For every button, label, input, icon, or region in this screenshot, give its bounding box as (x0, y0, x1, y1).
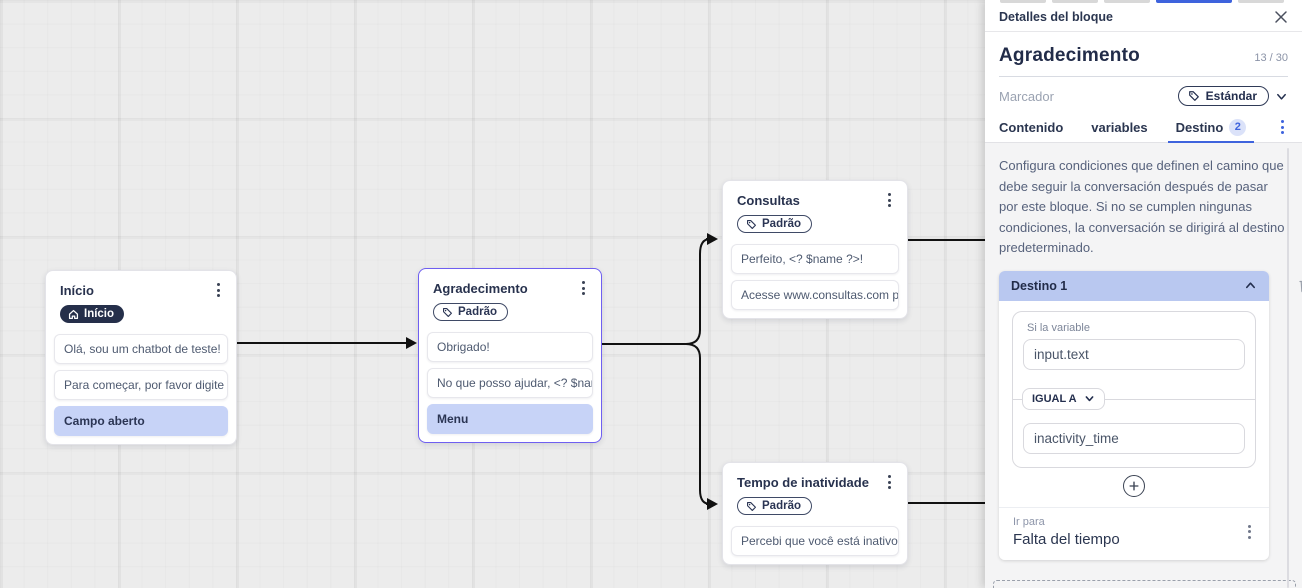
top-tab-strip (985, 0, 1302, 3)
chevron-up-icon[interactable] (1244, 279, 1257, 292)
plus-icon (1129, 481, 1139, 491)
node-message[interactable]: Olá, sou um chatbot de teste! (54, 333, 228, 364)
kebab-menu-icon[interactable] (578, 279, 589, 297)
node-type-badge: Padrão (433, 303, 508, 321)
goto-value[interactable]: Falta del tiempo (1013, 530, 1120, 548)
node-title: Consultas (737, 192, 800, 208)
home-icon (68, 309, 79, 319)
edge-agradecimento-consultas (685, 238, 711, 345)
condition-box: Si la variable IGUAL A (1012, 310, 1256, 468)
node-open-field[interactable]: Campo aberto (54, 405, 228, 436)
marker-select[interactable]: Estándar (1177, 86, 1269, 106)
tab-contenido[interactable]: Contenido (999, 119, 1064, 135)
edge-agradecimento-tempo (685, 343, 711, 505)
operator-value: IGUAL A (1032, 392, 1077, 405)
node-message[interactable]: No que posso ajudar, <? $name ... (427, 367, 593, 398)
node-type-badge: Padrão (737, 497, 812, 515)
condition-variable-input[interactable] (1023, 338, 1245, 370)
destino-tab-content: Configura condiciones que definen el cam… (985, 143, 1302, 588)
chevron-down-icon (1085, 396, 1094, 402)
arrowhead-icon (707, 233, 718, 245)
destination-header-title: Destino 1 (1011, 278, 1068, 293)
marker-value: Estándar (1205, 89, 1257, 103)
node-type-badge: Padrão (737, 215, 812, 233)
node-menu-field[interactable]: Menu (427, 403, 593, 434)
node-message[interactable]: Acesse www.consultas.com par... (731, 279, 899, 310)
condition-divider: IGUAL A (1013, 387, 1255, 410)
tag-icon (747, 219, 756, 229)
panel-title: Detalles del bloque (999, 10, 1113, 24)
block-details-panel: Detalles del bloque Agradecimento 13 / 3… (985, 0, 1302, 588)
node-message[interactable]: Percebi que você está inativo. C... (731, 525, 899, 556)
node-message[interactable]: Obrigado! (427, 331, 593, 362)
flow-node-consultas[interactable]: Consultas Padrão Perfeito, <? $name ?>! … (722, 180, 908, 319)
kebab-menu-icon[interactable] (884, 191, 895, 209)
badge-label: Padrão (762, 218, 801, 230)
goto-label: Ir para (1013, 515, 1045, 528)
destination-card: Destino 1 Si la variable IGUAL A (999, 270, 1269, 560)
destination-header[interactable]: Destino 1 (999, 270, 1269, 301)
trash-icon[interactable] (1297, 277, 1302, 294)
arrowhead-icon (406, 337, 417, 349)
destination-description: Configura condiciones que definen el cam… (999, 158, 1285, 256)
node-message[interactable]: Para começar, por favor digite o ... (54, 369, 228, 400)
active-strip-segment (1156, 0, 1232, 3)
goto-section: Ir para Falta del tiempo (999, 506, 1269, 560)
badge-label: Início (84, 308, 115, 320)
tag-icon (443, 307, 452, 317)
marker-label: Marcador (999, 88, 1054, 104)
kebab-menu-icon[interactable] (213, 281, 224, 299)
node-message[interactable]: Perfeito, <? $name ?>! (731, 243, 899, 274)
char-count: 13 / 30 (1254, 52, 1288, 64)
condition-label: Si la variable (1027, 321, 1090, 334)
destination-count-badge: 2 (1229, 118, 1247, 136)
panel-tabs: Contenido variables Destino 2 (985, 112, 1302, 143)
node-title: Agradecimento (433, 280, 528, 296)
node-type-badge: Início (60, 305, 125, 323)
add-destination-button[interactable]: Agregar destino (993, 579, 1296, 588)
arrowhead-icon (707, 498, 718, 510)
kebab-menu-icon[interactable] (1244, 523, 1255, 541)
close-icon[interactable] (1274, 10, 1288, 24)
badge-label: Padrão (458, 306, 497, 318)
tab-destino[interactable]: Destino 2 (1167, 112, 1254, 143)
operator-select[interactable]: IGUAL A (1022, 387, 1105, 410)
chevron-down-icon[interactable] (1275, 90, 1288, 103)
node-title: Tempo de inatividade (737, 474, 869, 490)
tag-icon (747, 501, 756, 511)
name-underline (999, 76, 1288, 77)
condition-value-input[interactable] (1023, 422, 1245, 454)
block-name-input[interactable]: Agradecimento (999, 45, 1140, 66)
scrollbar[interactable] (1287, 148, 1289, 588)
badge-label: Padrão (762, 500, 801, 512)
kebab-menu-icon[interactable] (1277, 118, 1288, 136)
flow-node-tempo-inatividade[interactable]: Tempo de inatividade Padrão Percebi que … (722, 462, 908, 565)
tab-variables[interactable]: variables (1091, 119, 1148, 135)
flow-node-agradecimento[interactable]: Agradecimento Padrão Obrigado! No que po… (418, 268, 602, 443)
kebab-menu-icon[interactable] (884, 473, 895, 491)
flow-node-inicio[interactable]: Início Início Olá, sou um chatbot de tes… (45, 270, 237, 445)
tag-icon (1188, 91, 1199, 101)
add-condition-button[interactable] (1123, 474, 1145, 497)
node-title: Início (60, 282, 94, 298)
